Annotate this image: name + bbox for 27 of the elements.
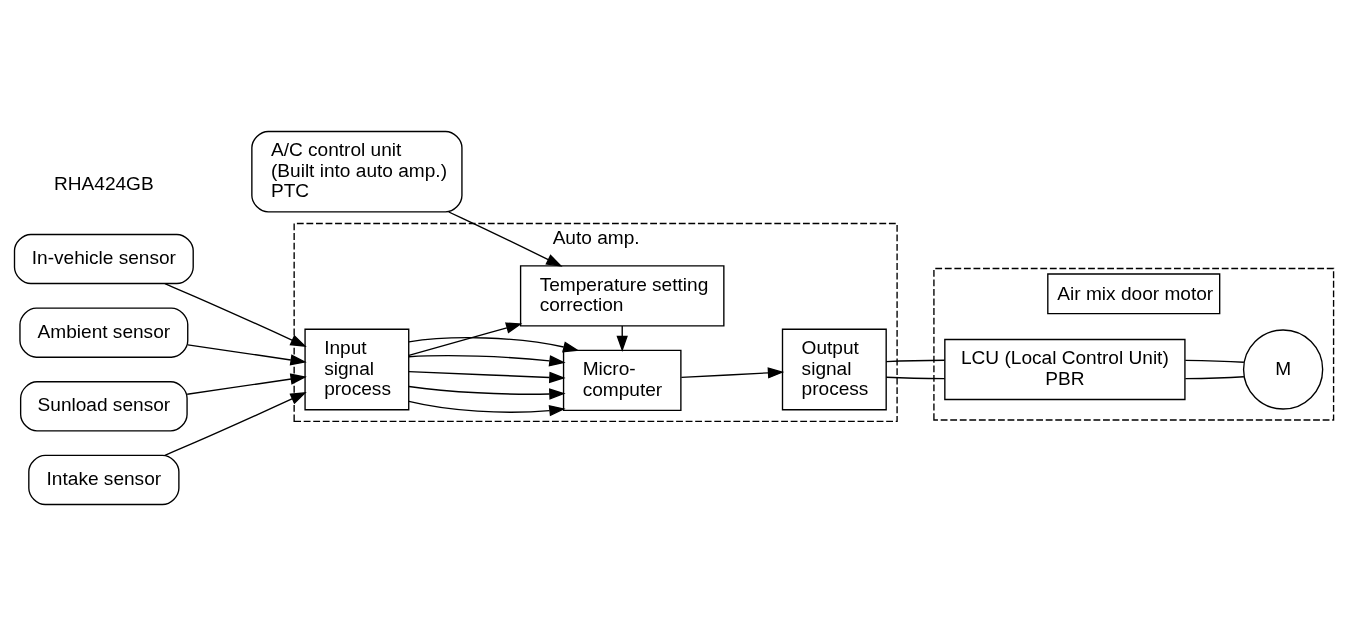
node-box: Temperature setting correction xyxy=(519,264,725,326)
arrow xyxy=(164,282,307,347)
node-box: Input signal process xyxy=(304,328,410,410)
arrow xyxy=(408,400,566,416)
arrow xyxy=(408,370,566,383)
connector xyxy=(1184,359,1245,363)
arrow xyxy=(408,321,523,356)
node-circle: M xyxy=(1242,328,1324,410)
connector xyxy=(1184,375,1245,379)
node-box: Sunload sensor xyxy=(19,380,188,432)
node-box: Micro- computer xyxy=(562,349,682,411)
node-box: Intake sensor xyxy=(28,454,180,505)
node-box: In-vehicle sensor xyxy=(13,233,194,284)
arrow xyxy=(408,336,580,352)
connector xyxy=(885,376,946,379)
node-box: Ambient sensor xyxy=(19,306,189,358)
node-box: LCU (Local Control Unit) PBR xyxy=(944,338,1186,400)
connector xyxy=(885,359,946,362)
arrow xyxy=(164,391,307,456)
node-box: A/C control unit (Built into auto amp.) PTC xyxy=(251,130,463,213)
arrow xyxy=(187,343,307,366)
node-box: Output signal process xyxy=(781,328,887,410)
arrow xyxy=(186,372,307,395)
arrow xyxy=(408,385,566,400)
label: RHA424GB xyxy=(54,172,154,194)
arrow xyxy=(408,354,566,367)
arrow xyxy=(680,366,785,379)
